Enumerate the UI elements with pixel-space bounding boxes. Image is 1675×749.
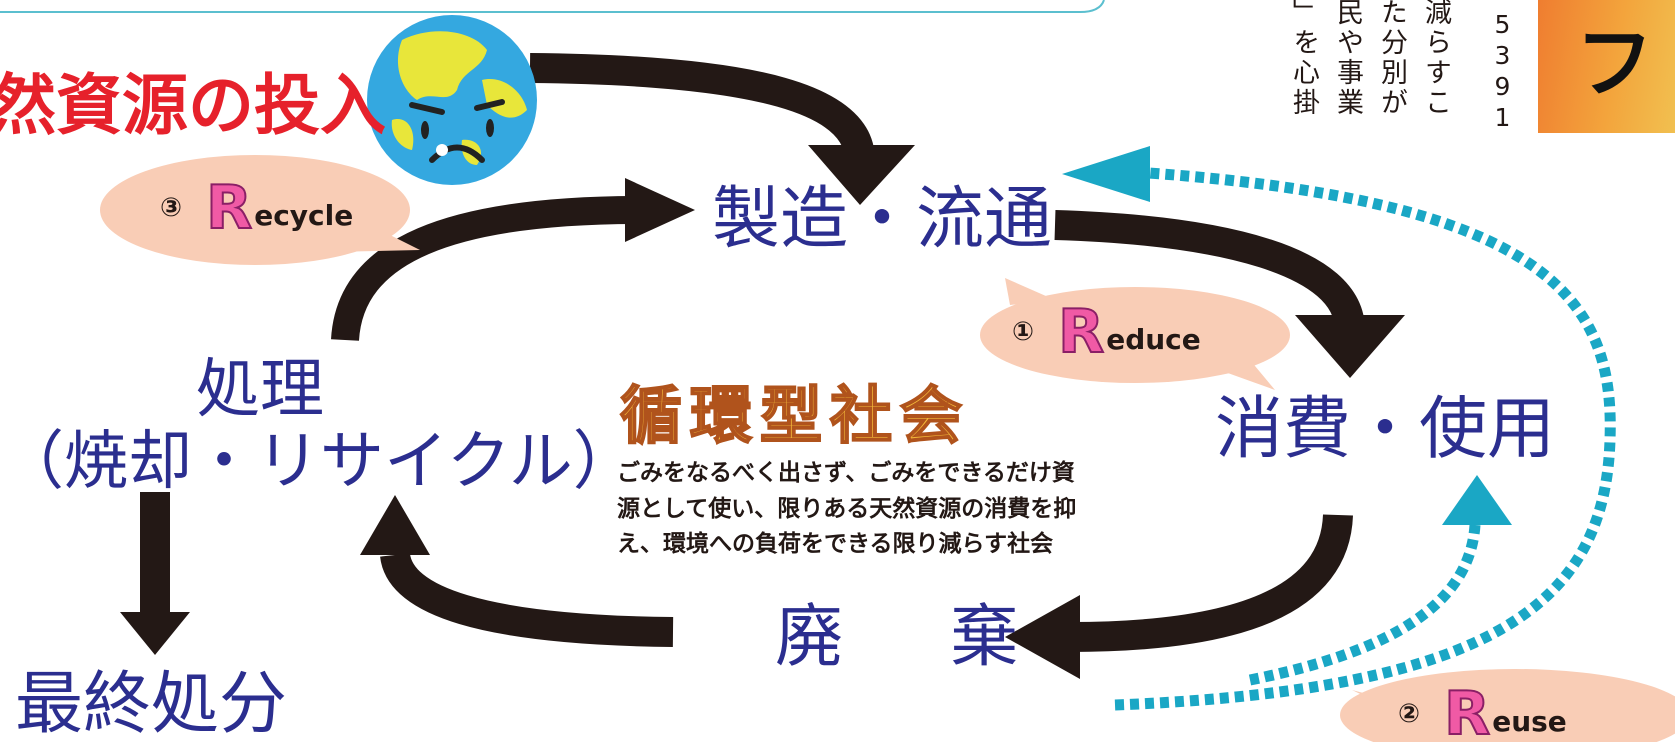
arrow-manufacturing-to-consumption <box>1054 210 1405 378</box>
center-description: ごみをなるべく出さず、ごみをできるだけ資 源として使い、限りある天然資源の消費を… <box>617 456 1137 563</box>
reuse-number: ② <box>1398 699 1421 729</box>
arrow-consumption-to-disposal <box>1005 513 1353 679</box>
section-tab: フ <box>1538 0 1675 133</box>
arrow-reuse-to-manufacturing <box>1062 146 1616 711</box>
section-tab-char: フ <box>1575 18 1654 109</box>
recycle-bubble: ③ R ecycle <box>160 173 354 243</box>
processing-label: 処理 （焼却・リサイクル） <box>0 353 637 499</box>
arrow-processing-to-manufacturing <box>331 178 695 342</box>
processing-title: 処理 <box>196 353 324 427</box>
reduce-number: ① <box>1012 317 1035 347</box>
arrow-disposal-to-processing <box>360 495 674 647</box>
arrow-resource-to-manufacturing <box>529 53 915 205</box>
recycle-letter: R <box>205 173 253 243</box>
center-title: 循環型社会 <box>619 378 971 453</box>
final-disposal-label: 最終処分 <box>15 665 288 744</box>
reuse-word: euse <box>1492 705 1567 738</box>
reduce-bubble: ① R educe <box>1012 297 1201 367</box>
reuse-letter: R <box>1443 679 1491 749</box>
side-text-column: た分別が <box>1376 0 1407 118</box>
disposal-char-2: 棄 <box>950 598 1021 677</box>
recycle-word: ecycle <box>254 199 354 232</box>
consumption-label: 消費・使用 <box>1215 390 1556 469</box>
reuse-bubble: ② R euse <box>1398 679 1567 749</box>
resource-input-label: 然資源の投入 <box>0 67 386 144</box>
center-description-line: ごみをなるべく出さず、ごみをできるだけ資 <box>617 460 1075 486</box>
side-text-column: 減らすこ <box>1420 0 1451 118</box>
reduce-letter: R <box>1057 297 1105 367</box>
earth-icon <box>367 15 537 185</box>
disposal-label: 廃 棄 <box>775 604 1020 672</box>
arrow-reuse-to-consumption <box>1248 475 1512 686</box>
recycle-number: ③ <box>160 193 183 223</box>
processing-subtitle: （焼却・リサイクル） <box>0 424 637 499</box>
disposal-char-1: 廃 <box>775 598 846 677</box>
center-description-line: 源として使い、限りある天然資源の消費を抑 <box>617 495 1077 522</box>
reduce-word: educe <box>1106 323 1201 356</box>
center-description-line: え、環境への負荷をできる限り減らす社会 <box>617 531 1054 558</box>
side-digits: 5391 <box>1488 10 1517 134</box>
manufacturing-label: 製造・流通 <box>712 180 1053 259</box>
side-text-column: 」を心掛 <box>1288 0 1319 118</box>
header-border <box>0 0 1105 13</box>
side-text-column: 民や事業 <box>1332 0 1363 118</box>
arrow-processing-to-final <box>120 492 190 655</box>
